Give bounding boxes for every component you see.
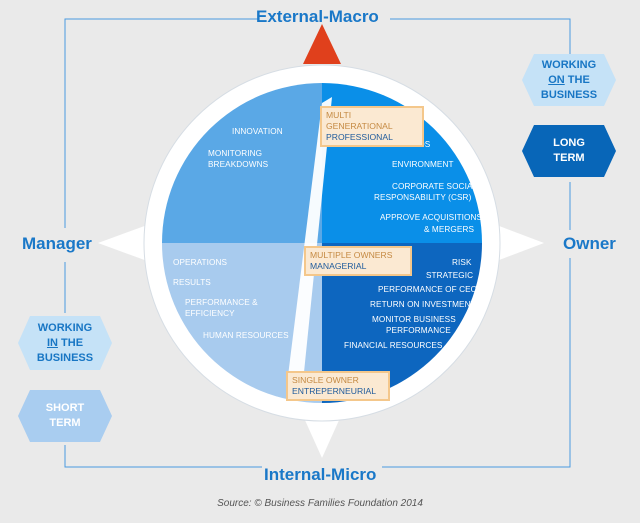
- right-arrow: [494, 224, 544, 262]
- seg-risk: RISK: [452, 258, 472, 267]
- tag-multiple-owners: MULTIPLE OWNERS MANAGERIAL: [304, 246, 412, 276]
- seg-performance-line2: EFFICIENCY: [185, 309, 235, 318]
- seg-performance-ceo: PERFORMANCE OF CEO: [378, 285, 478, 294]
- frame-lines: [64, 18, 571, 468]
- source-caption: Source: © Business Families Foundation 2…: [217, 498, 423, 509]
- hex-line-2: THE: [57, 336, 84, 349]
- hexagon-shape: [522, 54, 616, 106]
- hex-line-2: THE: [564, 73, 590, 86]
- hex-line-1: SHORT: [45, 402, 85, 414]
- seg-monitoring: MONITORING: [208, 149, 263, 158]
- quadrant-bottom-right: [322, 243, 482, 403]
- frame-line-bottom-right: [382, 258, 571, 468]
- seg-return-investment: RETURN ON INVESTMENT: [370, 300, 476, 309]
- left-arrow: [98, 224, 150, 262]
- frame-line-top-right: [390, 18, 571, 55]
- frame-line-top-left: [64, 18, 258, 228]
- hex-line-2: TERM: [49, 417, 81, 429]
- hex-working-in-business: WORKING IN THE BUSINESS: [18, 316, 112, 370]
- hex-line-1: WORKING: [541, 58, 597, 71]
- tag-single-owner: SINGLE OWNER ENTREPERNEURIAL: [286, 371, 390, 401]
- tag-subtitle: PROFESSIONAL: [326, 132, 393, 142]
- hex-emphasis: IN: [46, 336, 58, 349]
- tag-title: MULTIPLE OWNERS: [310, 250, 393, 260]
- hex-long-term: LONG TERM: [522, 125, 616, 177]
- seg-performance-line1: PERFORMANCE &: [185, 298, 258, 307]
- hex-line-1: LONG: [553, 137, 585, 149]
- label-internal-micro: Internal-Micro: [264, 465, 377, 484]
- label-manager: Manager: [22, 234, 92, 253]
- top-arrow: [303, 24, 341, 64]
- hex-working-on-business: WORKING ON THE BUSINESS: [522, 54, 616, 106]
- seg-results: RESULTS: [173, 278, 211, 287]
- frame-line-bottom-left: [64, 445, 262, 468]
- hex-line-2: TERM: [553, 152, 585, 164]
- seg-csr-line2: RESPONSABILITY (CSR): [374, 193, 472, 202]
- seg-monitor-line2: PERFORMANCE: [386, 326, 451, 335]
- tag-multi-generational: MULTI GENERATIONAL PROFESSIONAL: [320, 106, 424, 147]
- seg-innovation: INNOVATION: [232, 127, 283, 136]
- tag-title: SINGLE OWNER: [292, 375, 359, 385]
- seg-acquisitions-line1: APPROVE ACQUISITIONS: [380, 213, 483, 222]
- seg-human-resources: HUMAN RESOURCES: [203, 331, 289, 340]
- tag-subtitle: MANAGERIAL: [310, 261, 367, 271]
- seg-operations: OPERATIONS: [173, 258, 228, 267]
- seg-environment: ENVIRONMENT: [392, 160, 454, 169]
- quadrant-top-left: [162, 83, 322, 243]
- compass-needle: [286, 97, 332, 392]
- seg-breakdowns: BREAKDOWNS: [208, 160, 269, 169]
- tag-title: MULTI GENERATIONAL: [326, 110, 393, 131]
- seg-acquisitions-line2: & MERGERS: [424, 225, 475, 234]
- tag-subtitle: ENTREPERNEURIAL: [292, 386, 377, 396]
- hex-line-1: WORKING: [37, 321, 93, 334]
- hexagon-shape: [522, 125, 616, 177]
- hex-line-3: BUSINESS: [36, 351, 94, 364]
- hex-emphasis: ON: [548, 73, 565, 86]
- quadrant-bottom-left: [162, 243, 322, 403]
- seg-financial-resources: FINANCIAL RESOURCES: [344, 341, 443, 350]
- hexagon-shape: [18, 390, 112, 442]
- hexagon-shape: [18, 316, 112, 370]
- label-external-macro: External-Macro: [256, 7, 379, 26]
- bottom-arrow: [304, 418, 340, 458]
- hex-short-term: SHORT TERM: [18, 390, 112, 442]
- label-owner: Owner: [563, 234, 616, 253]
- seg-strategic: STRATEGIC: [426, 271, 474, 280]
- hex-line-3: BUSINESS: [540, 88, 598, 101]
- seg-csr-line1: CORPORATE SOCIAL: [392, 182, 478, 191]
- seg-monitor-line1: MONITOR BUSINESS: [372, 315, 456, 324]
